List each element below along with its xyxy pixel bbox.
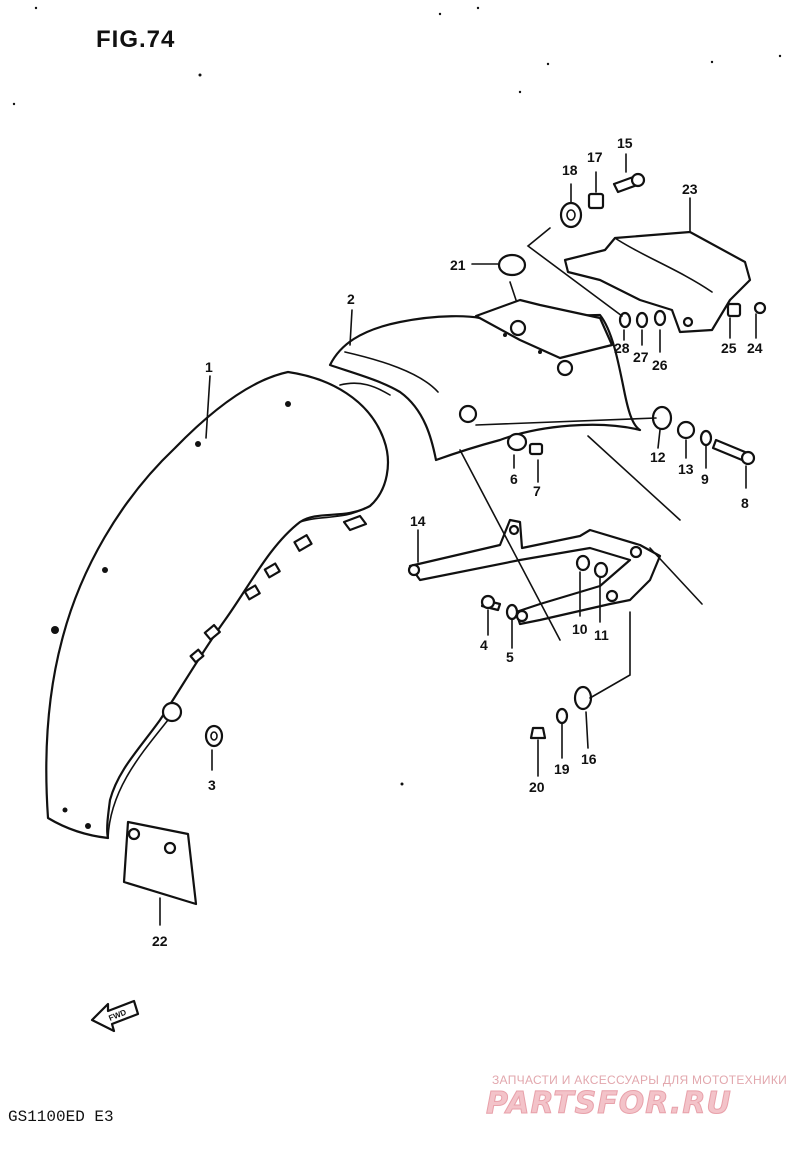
callout-3: 3 bbox=[208, 777, 216, 793]
callout-21: 21 bbox=[450, 257, 466, 273]
inner-rear-fender bbox=[328, 298, 642, 462]
watermark-caption: ЗАПЧАСТИ И АКСЕССУАРЫ ДЛЯ МОТОТЕХНИКИ bbox=[492, 1073, 788, 1087]
watermark-logo: PARTSFOR.RU bbox=[486, 1086, 732, 1122]
callout-1: 1 bbox=[205, 359, 213, 375]
callout-17: 17 bbox=[587, 149, 603, 165]
model-code: GS1100ED E3 bbox=[8, 1108, 114, 1126]
callout-4: 4 bbox=[480, 637, 488, 653]
leader-lines bbox=[159, 153, 757, 926]
figure-title: FIG.74 bbox=[96, 26, 176, 53]
callout-18: 18 bbox=[562, 162, 578, 178]
callout-20: 20 bbox=[529, 779, 545, 795]
callout-26: 26 bbox=[652, 357, 668, 373]
callout-7: 7 bbox=[533, 483, 541, 499]
callout-25: 25 bbox=[721, 340, 737, 356]
callout-13: 13 bbox=[678, 461, 694, 477]
scan-specks bbox=[12, 6, 782, 786]
fender-bracket bbox=[407, 518, 662, 626]
callout-15: 15 bbox=[617, 135, 633, 151]
callout-23: 23 bbox=[682, 181, 698, 197]
callout-12: 12 bbox=[650, 449, 666, 465]
mud-flap bbox=[122, 820, 198, 906]
cap-21 bbox=[497, 253, 527, 277]
callout-22: 22 bbox=[152, 933, 168, 949]
grommet-3 bbox=[204, 724, 224, 748]
callout-labels: 1 2 3 4 5 6 7 8 9 10 11 12 13 14 15 16 1… bbox=[152, 135, 763, 949]
callout-24: 24 bbox=[747, 340, 763, 356]
front-direction-arrow: FWD bbox=[90, 999, 140, 1033]
rear-fender bbox=[45, 370, 390, 840]
callout-5: 5 bbox=[506, 649, 514, 665]
callout-2: 2 bbox=[347, 291, 355, 307]
callout-16: 16 bbox=[581, 751, 597, 767]
callout-27: 27 bbox=[633, 349, 649, 365]
callout-11: 11 bbox=[594, 627, 609, 643]
callout-19: 19 bbox=[554, 761, 570, 777]
callout-8: 8 bbox=[741, 495, 749, 511]
callout-28: 28 bbox=[614, 340, 630, 356]
callout-14: 14 bbox=[410, 513, 426, 529]
rear-bracket-23 bbox=[563, 230, 752, 334]
callout-9: 9 bbox=[701, 471, 709, 487]
callout-10: 10 bbox=[572, 621, 588, 637]
hardware bbox=[480, 172, 767, 740]
callout-6: 6 bbox=[510, 471, 518, 487]
